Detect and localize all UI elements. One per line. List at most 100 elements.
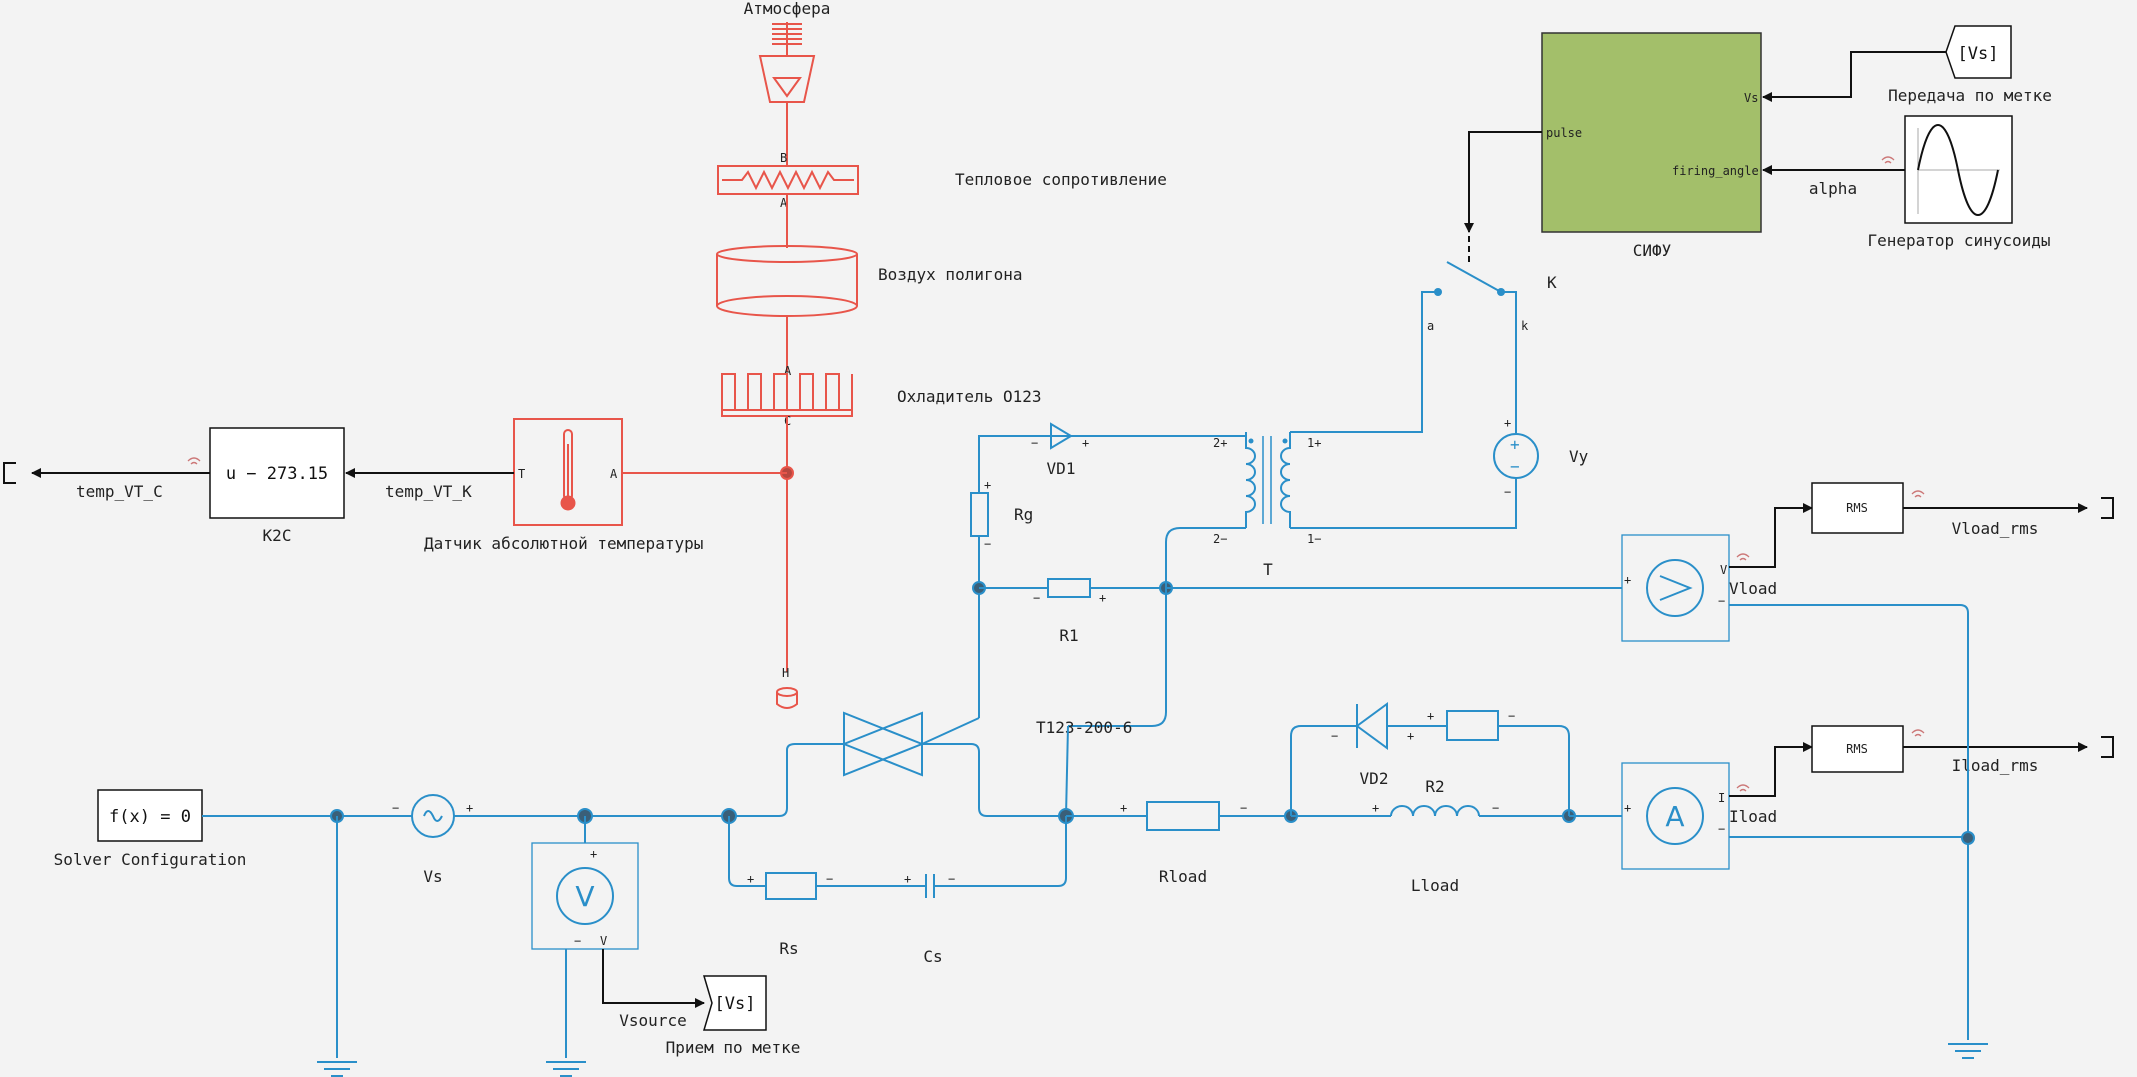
voltage-sensor-vload[interactable] xyxy=(1621,534,1730,642)
solver-expr: f(x) = 0 xyxy=(109,807,191,827)
resistor-r2[interactable] xyxy=(1446,710,1499,741)
goto-tag-text: [Vs] xyxy=(1958,44,1999,64)
r2-label: R2 xyxy=(1425,777,1444,796)
svg-text:−: − xyxy=(1510,457,1520,476)
cooler-block[interactable] xyxy=(721,373,853,417)
ac-voltage-source-vs[interactable] xyxy=(411,794,455,838)
svg-text:+: + xyxy=(1120,801,1127,815)
atmosphere-block[interactable] xyxy=(758,22,816,103)
rload-label: Rload xyxy=(1159,867,1207,886)
svg-text:V: V xyxy=(575,880,594,913)
switch-port-k: k xyxy=(1521,319,1529,333)
temp-sensor-label: Датчик абсолютной температуры xyxy=(424,534,703,553)
sifu-port-firing: firing_angle xyxy=(1672,164,1759,178)
r1-label: R1 xyxy=(1059,626,1078,645)
svg-text:−: − xyxy=(1718,822,1725,836)
temperature-sensor-block[interactable]: T A xyxy=(513,418,623,526)
svg-text:−: − xyxy=(1508,709,1515,723)
svg-text:−: − xyxy=(1031,436,1038,450)
electrical-network: K a k + − + − Vy 2+ 1+ 2− 1− T xyxy=(54,236,2114,1077)
signal-log-icon xyxy=(1881,156,1895,164)
svg-text:+: + xyxy=(1624,801,1631,815)
k2c-label: K2C xyxy=(263,526,292,545)
ground-left xyxy=(317,1061,357,1077)
svg-text:−: − xyxy=(826,872,833,886)
switch-port-a: a xyxy=(1427,319,1434,333)
sifu-subsystem[interactable] xyxy=(1541,32,1762,233)
capacitor-cs[interactable] xyxy=(925,874,935,898)
rms-iload-text: RMS xyxy=(1846,742,1868,756)
k2c-block[interactable] xyxy=(209,427,345,519)
vload-label: Vload xyxy=(1729,579,1777,598)
svg-text:+: + xyxy=(1372,801,1379,815)
svg-text:−: − xyxy=(1492,801,1499,815)
transformer-t[interactable] xyxy=(1245,432,1291,528)
svg-text:+: + xyxy=(984,478,991,492)
voltage-sensor-vsource[interactable]: V xyxy=(531,842,639,950)
solver-label: Solver Configuration xyxy=(54,850,247,869)
signal-log-icon xyxy=(1736,553,1750,561)
iload-port-i: I xyxy=(1718,791,1725,805)
inductor-lload[interactable] xyxy=(1390,805,1480,817)
switch-k-label: K xyxy=(1547,273,1557,292)
current-sensor-iload[interactable]: A xyxy=(1621,762,1730,870)
vy-source[interactable]: + − xyxy=(1493,433,1539,479)
thyristor-label: T123-200-6 xyxy=(1036,718,1132,737)
rg-label: Rg xyxy=(1014,505,1033,524)
switch-k[interactable] xyxy=(1434,236,1505,296)
goto-tag-block[interactable] xyxy=(1945,25,2012,79)
thermal-port-a: A xyxy=(780,196,788,210)
svg-text:−: − xyxy=(948,872,955,886)
svg-text:+: + xyxy=(904,872,911,886)
sifu-port-vs: Vs xyxy=(1744,91,1758,105)
diode-vd1[interactable] xyxy=(1050,422,1073,450)
svg-text:+: + xyxy=(1510,435,1520,454)
polygon-air-block[interactable] xyxy=(716,245,858,317)
sifu-label: СИФУ xyxy=(1633,241,1672,260)
rms-vload-block[interactable] xyxy=(1811,482,1904,534)
iload-rms-label: Iload_rms xyxy=(1952,756,2039,775)
svg-text:+: + xyxy=(1624,573,1631,587)
svg-text:−: − xyxy=(1504,485,1511,499)
signal-log-icon xyxy=(1911,729,1925,737)
diode-vd2[interactable] xyxy=(1355,702,1388,750)
thermal-port-b: B xyxy=(780,151,787,165)
vload-rms-label: Vload_rms xyxy=(1952,519,2039,538)
rms-vload-text: RMS xyxy=(1846,501,1868,515)
vsource-port-v: V xyxy=(600,934,607,948)
signal-log-icon xyxy=(187,457,201,465)
lload-label: Lload xyxy=(1411,876,1459,895)
ground-right xyxy=(1948,1043,1988,1059)
sine-generator-block[interactable] xyxy=(1904,115,2013,224)
svg-text:+: + xyxy=(590,847,597,861)
heat-capacity-block[interactable] xyxy=(776,687,798,709)
sensor-port-t: T xyxy=(518,467,525,481)
sifu-port-pulse: pulse xyxy=(1546,126,1582,140)
resistor-rs[interactable] xyxy=(765,872,817,900)
resistor-r1[interactable] xyxy=(1047,578,1091,598)
svg-text:−: − xyxy=(1033,591,1040,605)
from-block-label: Прием по метке xyxy=(666,1038,801,1057)
terminator-temp xyxy=(3,462,16,484)
svg-text:+: + xyxy=(747,872,754,886)
cs-label: Cs xyxy=(923,947,942,966)
solver-config-block[interactable] xyxy=(97,789,203,842)
vsource-label: Vsource xyxy=(619,1011,686,1030)
resistor-rg[interactable] xyxy=(970,492,989,537)
cooler-port-a: A xyxy=(784,364,792,378)
resistor-rload[interactable] xyxy=(1146,801,1220,831)
vload-port-v: V xyxy=(1720,563,1727,577)
thermal-resistance-label: Тепловое сопротивление xyxy=(955,170,1167,189)
rms-iload-block[interactable] xyxy=(1811,725,1904,773)
signal-log-icon xyxy=(1736,784,1750,792)
polygon-air-label: Воздух полигона xyxy=(878,265,1023,284)
thermal-network: Атмосфера B A Тепловое сопротивление Воз… xyxy=(424,0,1167,709)
from-tag-block[interactable] xyxy=(702,975,767,1031)
signal-log-icon xyxy=(1911,490,1925,498)
signal-temp-vt-k: temp_VT_K xyxy=(385,482,472,501)
vy-label: Vy xyxy=(1569,447,1589,466)
vs-label: Vs xyxy=(423,867,442,886)
signal-temp-vt-c: temp_VT_C xyxy=(76,482,163,501)
terminator-iload xyxy=(2101,736,2114,758)
